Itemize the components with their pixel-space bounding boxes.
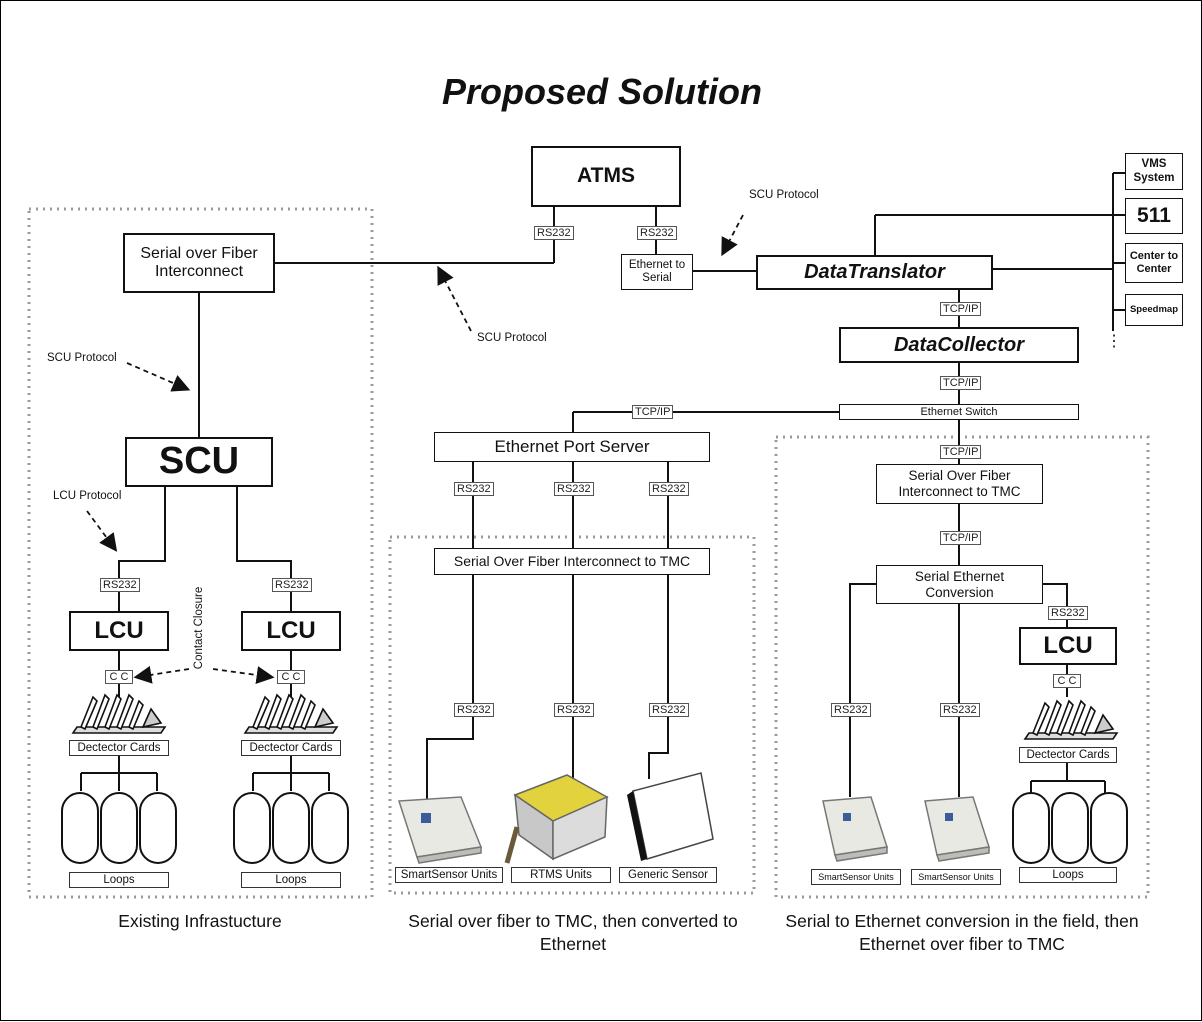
ethernet-to-serial-box: Ethernet to Serial <box>621 254 693 290</box>
loop-coil <box>1012 792 1050 864</box>
loop-coil <box>61 792 99 864</box>
tcpip-tag: TCP/IP <box>940 445 982 459</box>
detector-card-rack-icon <box>1023 699 1119 740</box>
smartsensor-device-icon <box>822 796 888 862</box>
detector-cards-label: Dectector Cards <box>69 740 169 756</box>
datatranslator-box: DataTranslator <box>756 255 993 290</box>
diagram-title: Proposed Solution <box>442 71 762 112</box>
atms-box: ATMS <box>531 146 681 207</box>
caption-serial-over-fiber: Serial over fiber to TMC, then converted… <box>408 911 738 954</box>
loop-coil <box>311 792 349 864</box>
group-frame-existing <box>27 207 374 899</box>
loops-label: Loops <box>241 872 341 888</box>
detector-card-rack-icon <box>71 693 167 734</box>
speedmap-box: Speedmap <box>1125 294 1183 326</box>
rs232-tag: RS232 <box>100 578 140 592</box>
rs232-tag: RS232 <box>1048 606 1088 620</box>
scu-protocol-arrow <box>437 265 472 332</box>
contact-closure-tag: C C <box>1053 674 1081 688</box>
rtms-units-label: RTMS Units <box>511 867 611 883</box>
serial-over-fiber-to-tmc-box-right: Serial Over Fiber Interconnect to TMC <box>876 464 1043 504</box>
caption-existing-infrastructure: Existing Infrastucture <box>118 911 282 931</box>
lcu-box-middle: LCU <box>241 611 341 651</box>
loops-label: Loops <box>1019 867 1117 883</box>
loop-coil <box>100 792 138 864</box>
loop-coil <box>1051 792 1089 864</box>
rs232-tag: RS232 <box>649 703 689 717</box>
smartsensor-units-label: SmartSensor Units <box>911 869 1001 885</box>
smartsensor-device-icon <box>924 796 990 862</box>
generic-sensor-device-icon <box>627 772 714 861</box>
511-box: 511 <box>1125 198 1183 234</box>
caption-ethernet-conversion: Serial to Ethernet conversion in the fie… <box>785 911 1139 954</box>
generic-sensor-label: Generic Sensor <box>619 867 717 883</box>
scu-box: SCU <box>125 437 273 487</box>
contact-closure-tag: C C <box>277 670 305 684</box>
scu-protocol-arrow <box>126 362 191 392</box>
tcpip-tag: TCP/IP <box>940 302 982 316</box>
contact-closure-note: Contact Closure <box>193 586 206 670</box>
scu-protocol-note: SCU Protocol <box>477 332 547 344</box>
serial-over-fiber-to-tmc-box-middle: Serial Over Fiber Interconnect to TMC <box>434 548 710 575</box>
rtms-device-icon <box>504 774 609 864</box>
lcu-box-right: LCU <box>1019 627 1117 665</box>
serial-ethernet-conversion-box: Serial Ethernet Conversion <box>876 565 1043 604</box>
lcu-protocol-note: LCU Protocol <box>53 490 122 502</box>
loop-coil <box>139 792 177 864</box>
more-outputs-ellipsis: ⋮ <box>1106 333 1122 350</box>
lcu-protocol-arrow <box>86 510 118 552</box>
loop-coil <box>1090 792 1128 864</box>
rs232-tag: RS232 <box>554 703 594 717</box>
ethernet-switch-box: Ethernet Switch <box>839 404 1079 420</box>
tcpip-tag: TCP/IP <box>940 376 982 390</box>
center-to-center-box: Center to Center <box>1125 243 1183 283</box>
scu-protocol-note: SCU Protocol <box>47 352 117 364</box>
group-frame-ethernet-field <box>774 435 1150 899</box>
tcpip-tag: TCP/IP <box>940 531 982 545</box>
scu-protocol-note: SCU Protocol <box>749 189 819 201</box>
rs232-tag: RS232 <box>649 482 689 496</box>
lcu-box-left: LCU <box>69 611 169 651</box>
rs232-tag: RS232 <box>637 226 677 240</box>
datacollector-box: DataCollector <box>839 327 1079 363</box>
smartsensor-device-icon <box>397 796 483 864</box>
rs232-tag: RS232 <box>940 703 980 717</box>
rs232-tag: RS232 <box>272 578 312 592</box>
ethernet-port-server-box: Ethernet Port Server <box>434 432 710 462</box>
rs232-tag: RS232 <box>554 482 594 496</box>
rs232-tag: RS232 <box>454 482 494 496</box>
contact-closure-arrow <box>212 666 275 684</box>
detector-cards-label: Dectector Cards <box>241 740 341 756</box>
rs232-tag: RS232 <box>454 703 494 717</box>
contact-closure-arrow <box>133 665 190 684</box>
loops-label: Loops <box>69 872 169 888</box>
tcpip-tag: TCP/IP <box>632 405 674 419</box>
smartsensor-units-label: SmartSensor Units <box>811 869 901 885</box>
serial-over-fiber-interconnect-box: Serial over Fiber Interconnect <box>123 233 275 293</box>
contact-closure-tag: C C <box>105 670 133 684</box>
loop-coil <box>272 792 310 864</box>
rs232-tag: RS232 <box>534 226 574 240</box>
vms-system-box: VMS System <box>1125 153 1183 190</box>
detector-card-rack-icon <box>243 693 339 734</box>
loop-coil <box>233 792 271 864</box>
detector-cards-label: Dectector Cards <box>1019 747 1117 763</box>
rs232-tag: RS232 <box>831 703 871 717</box>
scu-protocol-arrow <box>721 214 744 257</box>
smartsensor-units-label: SmartSensor Units <box>395 867 503 883</box>
